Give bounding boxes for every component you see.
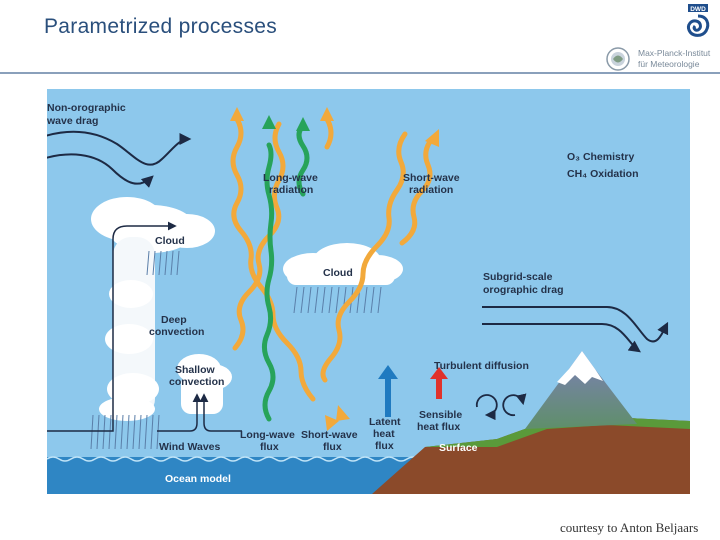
land-surface xyxy=(372,417,690,494)
turbulent-diffusion-eddies xyxy=(475,393,527,421)
non-orographic-drag-arrow-2 xyxy=(41,153,154,188)
label-turbulent-diffusion: Turbulent diffusion xyxy=(434,360,529,372)
longwave-radiation xyxy=(261,123,310,422)
label-shortwave-radiation-2: radiation xyxy=(409,184,453,196)
mpi-logo: Max-Planck-Institut für Meteorologie xyxy=(604,46,716,72)
dwd-logo: DWD xyxy=(682,4,712,42)
label-shortwave-radiation-1: Short-wave xyxy=(403,172,460,184)
label-shallow-convection: convection xyxy=(169,376,224,388)
title-divider xyxy=(0,72,720,74)
label-wind-waves: Wind Waves xyxy=(159,441,221,453)
label-shortwave-flux-1: Short-wave xyxy=(301,429,358,441)
mountain xyxy=(525,351,637,429)
label-shortwave-flux-2: flux xyxy=(323,441,342,453)
label-ocean-model: Ocean model xyxy=(165,473,231,485)
label-longwave-radiation-1: Long-wave xyxy=(263,172,318,184)
label-deep-convection: convection xyxy=(149,326,204,338)
shortwave-ray-4 xyxy=(320,131,408,383)
shallow-convection-arrow-right xyxy=(199,393,242,432)
page-title: Parametrized processes xyxy=(44,15,278,38)
label-orographic-drag: orographic drag xyxy=(483,284,564,296)
longwave-arrowheads xyxy=(262,115,310,131)
center-cloud-rain xyxy=(293,286,382,314)
sensible-heat-arrow xyxy=(430,367,448,399)
label-sensible-heat-flux: heat flux xyxy=(417,421,460,433)
ocean-waves xyxy=(46,456,420,462)
label-deep: Deep xyxy=(161,314,187,326)
label-longwave-flux-2: flux xyxy=(260,441,279,453)
non-orographic-drag-arrow-1 xyxy=(41,130,192,166)
label-subgrid-scale: Subgrid-scale xyxy=(483,271,553,283)
longwave-ray-2 xyxy=(296,123,310,197)
shallow-convection-arrow-left xyxy=(157,393,202,432)
parametrized-processes-diagram: Non-orographic wave drag Long-wave radia… xyxy=(41,89,690,494)
label-surface: Surface xyxy=(439,442,478,454)
label-latent: Latent xyxy=(369,416,401,428)
label-longwave-radiation-2: radiation xyxy=(269,184,313,196)
label-cloud-center: Cloud xyxy=(323,267,353,279)
shortwave-arrowheads xyxy=(230,107,439,431)
mpi-name-line2: für Meteorologie xyxy=(638,59,700,69)
shortwave-ray-5 xyxy=(399,136,435,246)
mpi-name-line1: Max-Planck-Institut xyxy=(638,48,711,58)
label-ch4-oxidation: CH₄ Oxidation xyxy=(567,168,639,180)
label-cloud-left: Cloud xyxy=(155,235,185,247)
shallow-convection-cloud xyxy=(177,354,232,414)
latent-heat-arrow xyxy=(378,365,398,417)
longwave-ray-1 xyxy=(261,142,276,422)
shortwave-ray-3 xyxy=(324,116,334,150)
label-latent-flux: flux xyxy=(375,440,394,452)
deep-convection-flow-arrow xyxy=(47,221,177,432)
mountain-snow xyxy=(557,351,603,385)
label-wave-drag: wave drag xyxy=(47,115,98,127)
label-longwave-flux-1: Long-wave xyxy=(240,429,295,441)
label-latent-heat: heat xyxy=(373,428,395,440)
dwd-logo-text: DWD xyxy=(690,6,706,13)
label-o3-chemistry: O₃ Chemistry xyxy=(567,151,634,163)
shortwave-ray-1 xyxy=(230,116,316,402)
image-credit: courtesy to Anton Beljaars xyxy=(560,520,699,535)
left-cloud-rain xyxy=(146,250,180,276)
label-shallow: Shallow xyxy=(175,364,216,376)
label-non-orographic: Non-orographic xyxy=(47,102,126,114)
deep-convection-rain xyxy=(90,414,160,450)
orographic-drag-arrow-2 xyxy=(482,323,641,353)
orographic-drag-arrow-1 xyxy=(482,306,669,343)
label-sensible: Sensible xyxy=(419,409,462,421)
